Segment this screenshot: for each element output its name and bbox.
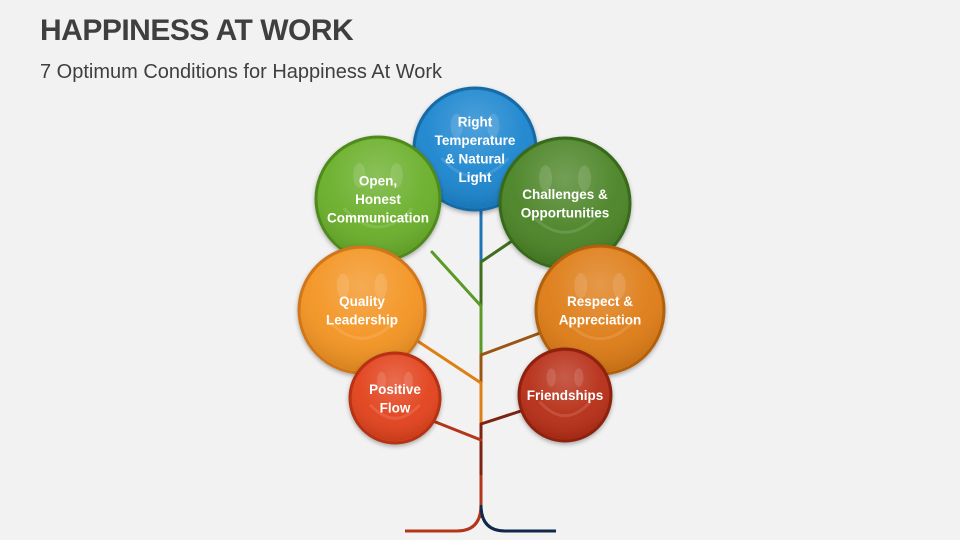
slide-title: HAPPINESS AT WORK <box>40 14 354 47</box>
node-challenges-opportunities[interactable]: Challenges &Opportunities <box>498 136 632 270</box>
branch-line <box>430 250 483 308</box>
node-respect-appreciation[interactable]: Respect &Appreciation <box>534 244 666 376</box>
tree-roots <box>405 504 556 533</box>
root-left <box>405 504 483 533</box>
node-gloss <box>502 140 628 266</box>
node-label: Friendships <box>527 388 604 403</box>
slide-subtitle: 7 Optimum Conditions for Happiness At Wo… <box>40 61 443 83</box>
node-gloss <box>352 355 438 441</box>
smiley-icon <box>326 273 398 340</box>
node-label: Respect &Appreciation <box>559 294 642 328</box>
smiley-icon <box>528 165 602 234</box>
branch-line <box>431 419 483 442</box>
node-gloss <box>301 249 423 371</box>
smiley-icon <box>538 368 592 418</box>
branch-line <box>479 331 542 357</box>
node-gloss <box>318 139 438 259</box>
node-gloss <box>521 351 609 439</box>
smiley-icon <box>563 272 637 341</box>
node-label: Challenges &Opportunities <box>521 187 610 221</box>
branch-line <box>479 408 526 426</box>
branch-line <box>414 338 483 385</box>
smiley-icon <box>440 113 510 178</box>
root-right <box>479 504 556 533</box>
smiley-icon <box>342 163 414 229</box>
smiley-icon <box>369 371 421 420</box>
node-friendships[interactable]: Friendships <box>517 347 613 443</box>
node-gloss <box>538 248 662 372</box>
